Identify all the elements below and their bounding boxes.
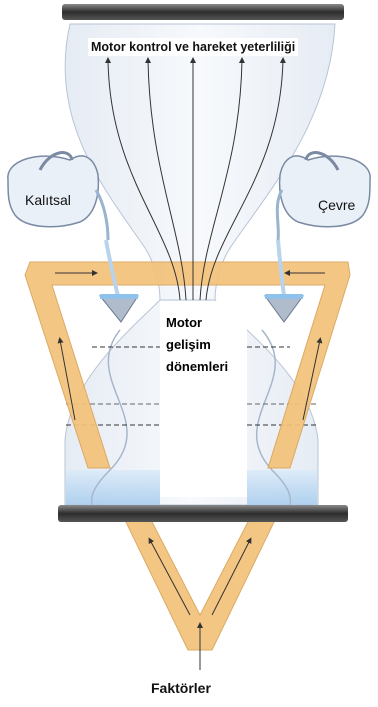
center-label-panel: Motor gelişim dönemleri — [160, 301, 247, 497]
center-label-line-1: Motor — [166, 315, 202, 330]
factors-label: Faktörler — [151, 680, 211, 696]
water-right — [247, 470, 317, 505]
center-label-line-3: dönemleri — [166, 359, 228, 374]
environment-label: Çevre — [318, 197, 355, 213]
bottom-plate — [58, 505, 348, 522]
heredity-label: Kalıtsal — [25, 192, 71, 208]
water-left — [66, 470, 160, 505]
left-funnel-icon — [100, 294, 138, 322]
top-plate — [62, 4, 344, 20]
diagram-title: Motor kontrol ve hareket yeterliliği — [88, 38, 298, 56]
right-funnel-icon — [265, 294, 303, 322]
center-label-line-2: gelişim — [166, 337, 211, 352]
